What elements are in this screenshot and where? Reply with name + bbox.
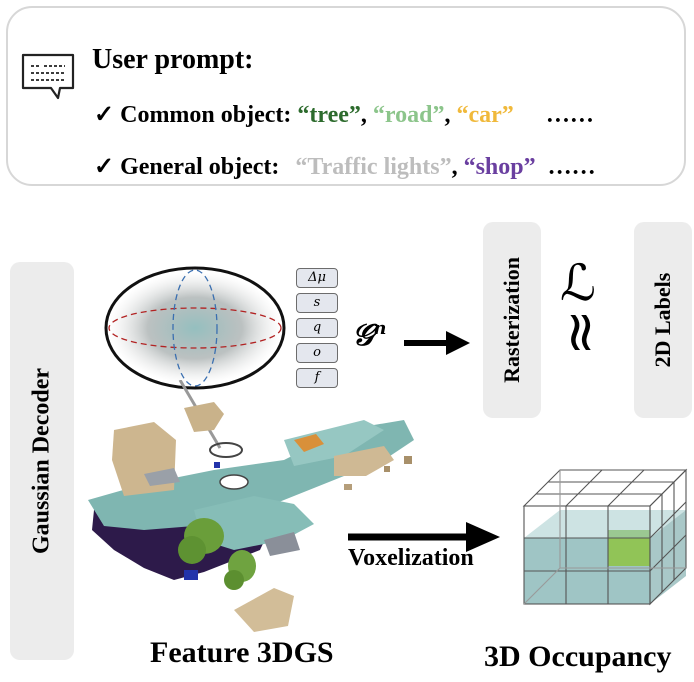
gaussian-set-symbol: 𝒢n — [352, 318, 386, 353]
arrow-to-rasterization — [404, 331, 470, 355]
gaussian-decoder-label: Gaussian Decoder — [28, 368, 55, 554]
param-s: s — [296, 293, 338, 313]
param-f: f — [296, 368, 338, 388]
labels-2d-panel — [634, 222, 692, 418]
feature-3dgs-scene — [88, 402, 414, 632]
separator: , — [451, 154, 464, 180]
voxelization-label: Voxelization — [348, 545, 474, 571]
common-object-line: ✓ Common object: “tree”, “road”, “car” …… — [94, 100, 594, 129]
keyword-traffic-lights: “Traffic lights” — [295, 154, 452, 180]
feature-3dgs-label: Feature 3DGS — [150, 636, 334, 669]
user-prompt-box — [6, 6, 686, 186]
param-delta-mu: Δμ — [296, 268, 338, 288]
keyword-tree: “tree” — [297, 102, 361, 128]
voxelization-arrow — [348, 522, 500, 552]
param-o: o — [296, 343, 338, 363]
approx-symbol: ≈ — [548, 309, 614, 356]
keyword-shop: “shop” — [463, 154, 536, 180]
keyword-car: “car” — [456, 102, 514, 128]
gaussian-ellipsoid — [104, 266, 286, 390]
prompt-title: User prompt: — [92, 44, 254, 75]
occupancy-voxel-grid — [522, 468, 688, 606]
separator: , — [444, 102, 457, 128]
general-object-line: ✓ General object: “Traffic lights”, “sho… — [94, 152, 596, 181]
gaussian-superscript: n — [373, 318, 387, 339]
occupancy-label: 3D Occupancy — [484, 640, 672, 673]
chat-bubble-icon — [21, 53, 75, 100]
rasterization-panel — [483, 222, 541, 418]
ellipsis: …… — [545, 102, 594, 128]
param-q: q — [296, 318, 338, 338]
general-object-label: ✓ General object: — [94, 154, 286, 180]
gaussian-symbol: 𝒢 — [352, 318, 374, 353]
rasterization-label: Rasterization — [499, 257, 524, 383]
ellipsis: …… — [547, 154, 596, 180]
gaussian-decoder-panel — [10, 262, 74, 660]
labels-2d-label: 2D Labels — [650, 272, 675, 368]
separator: , — [360, 102, 373, 128]
loss-symbol: ℒ — [560, 254, 597, 312]
common-object-label: ✓ Common object: — [94, 102, 298, 128]
keyword-road: “road” — [372, 102, 445, 128]
